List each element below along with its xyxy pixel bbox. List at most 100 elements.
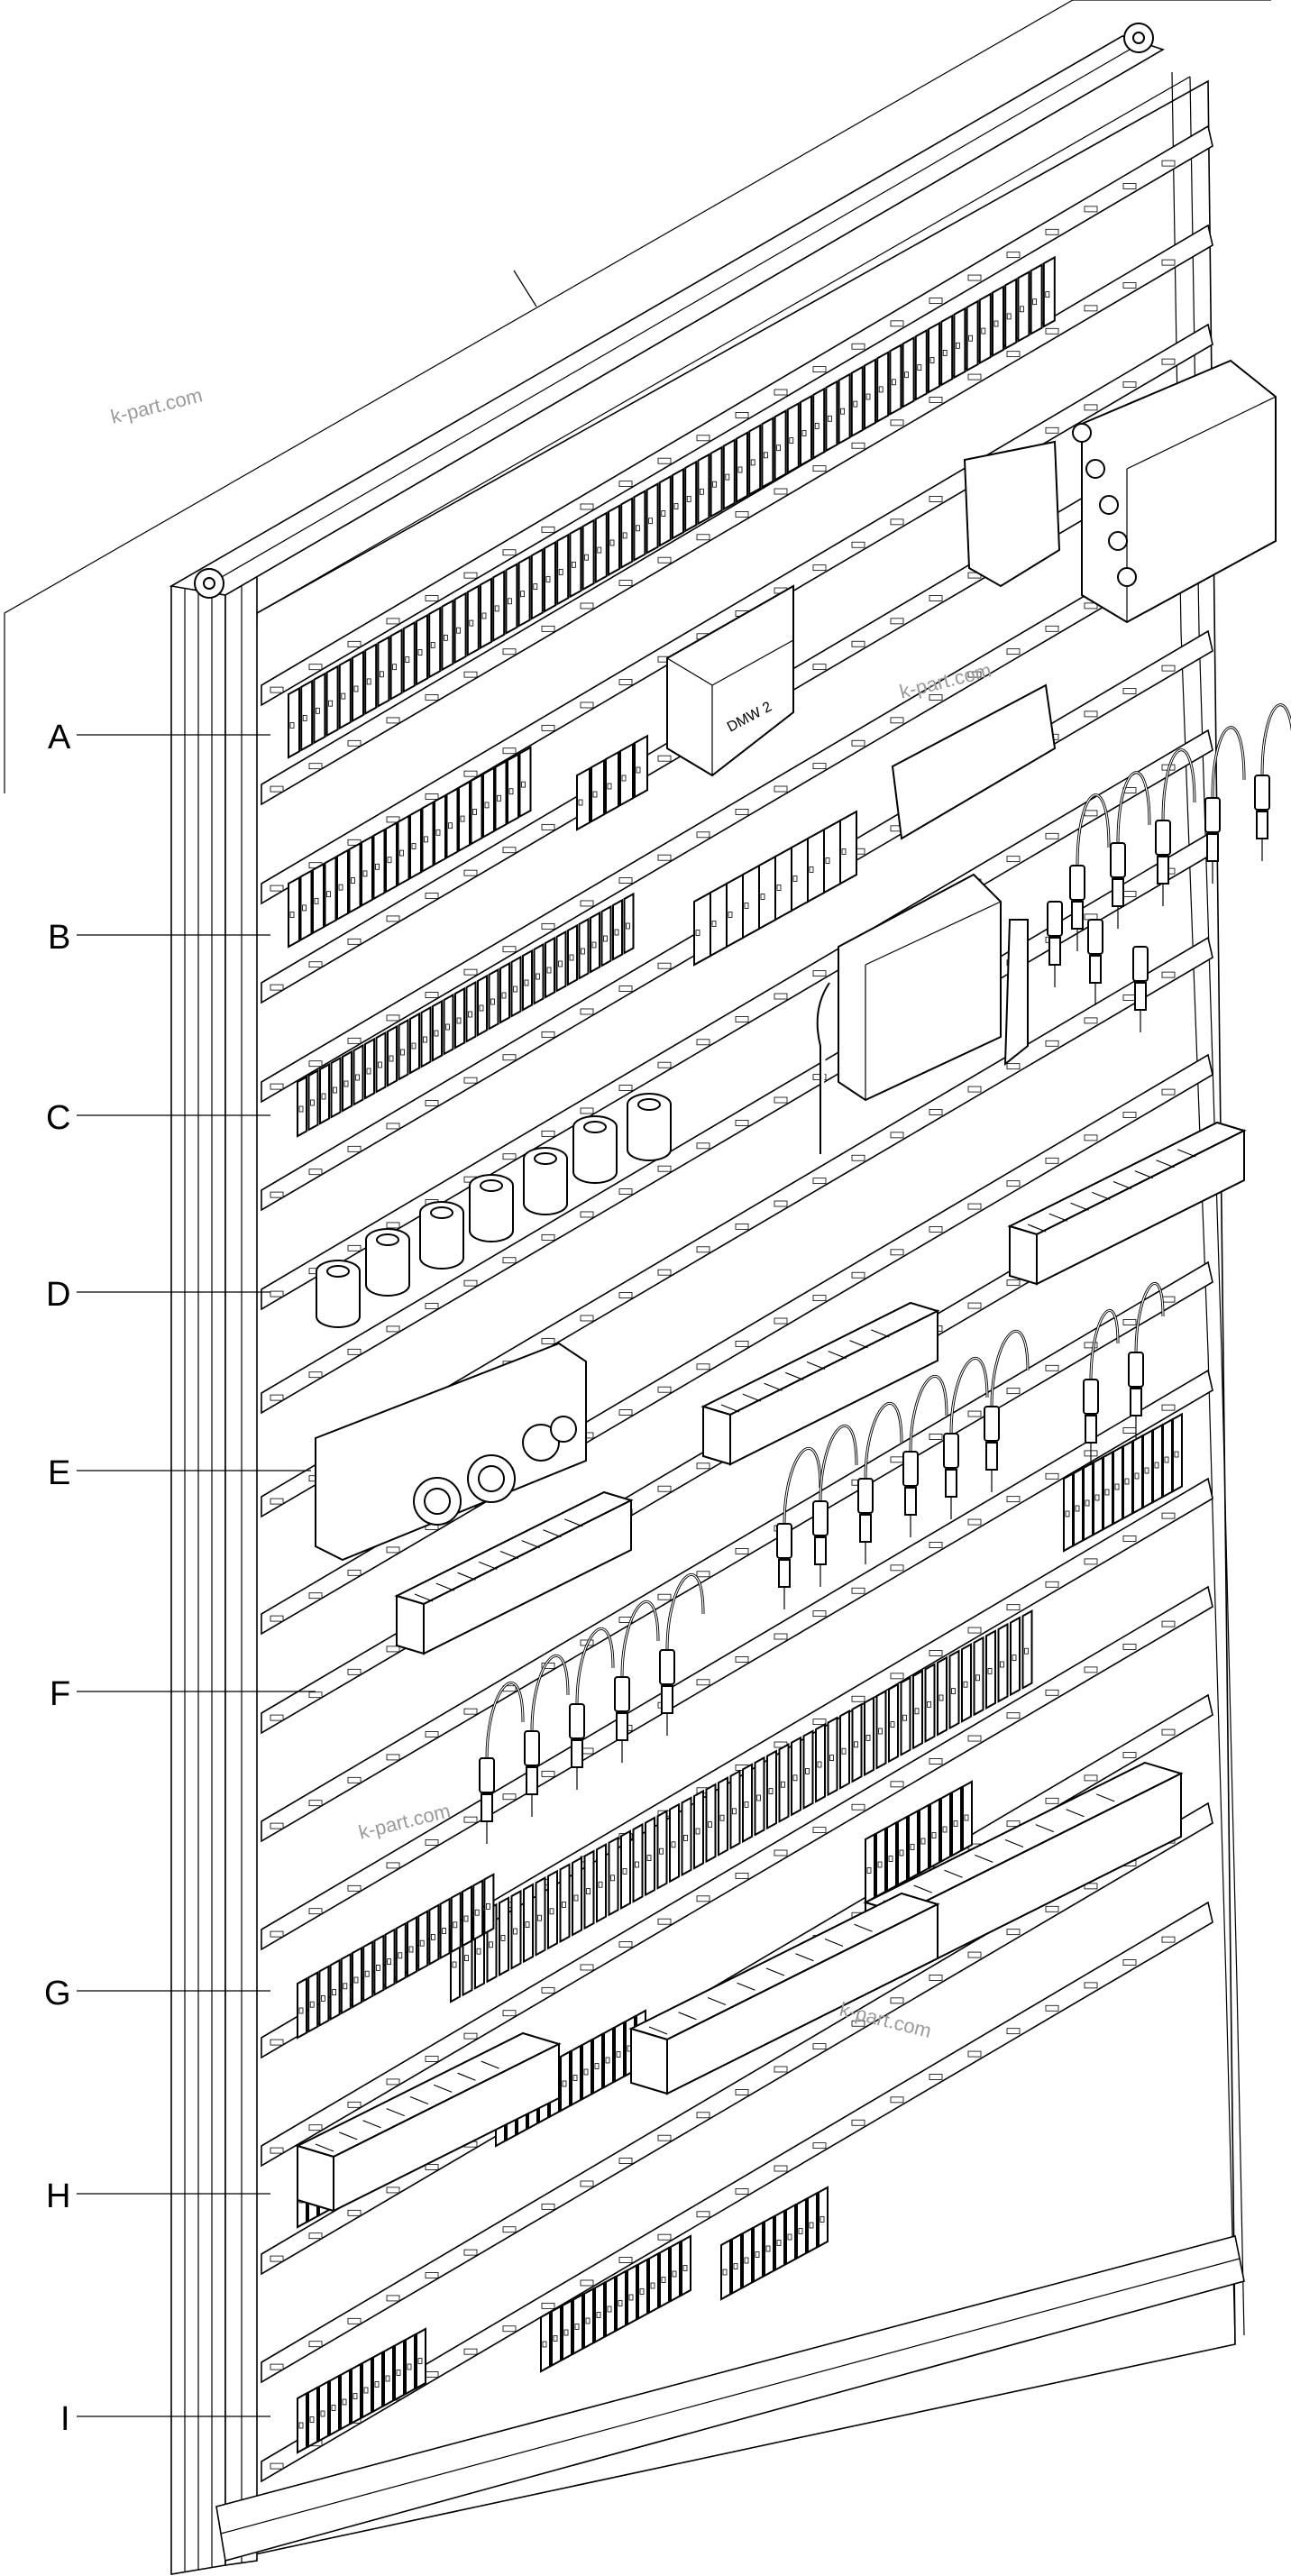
connector-plug <box>812 1500 829 1536</box>
rail-slot <box>347 2101 362 2108</box>
connector-plug <box>1047 901 1063 937</box>
terminal-screw <box>744 2257 749 2264</box>
terminal-screw <box>314 897 319 904</box>
terminal-screw <box>417 2358 423 2364</box>
duct-slot <box>1048 1213 1067 1222</box>
rail-slot <box>1122 688 1137 694</box>
cable-core <box>621 1600 659 1678</box>
terminal-screw <box>635 1861 639 1868</box>
rail-slot <box>967 1410 982 1417</box>
rail-slot <box>1122 1536 1137 1542</box>
rail-slot <box>386 2186 400 2194</box>
rail-slot <box>580 1315 594 1322</box>
terminal-screw <box>558 960 563 967</box>
connector-sleeve <box>616 1712 628 1741</box>
cable-core <box>531 1655 569 1732</box>
rail-slot <box>929 1542 943 1548</box>
rail-slot <box>618 1292 633 1298</box>
knob <box>1099 495 1119 515</box>
rail-slot <box>270 984 284 991</box>
rail-slot <box>308 763 323 770</box>
rail-slot <box>851 1803 865 1811</box>
rail-slot <box>890 1781 904 1788</box>
rail-slot <box>696 1363 710 1371</box>
connector-plug <box>569 1703 585 1739</box>
callouts: A B C D E F G H I <box>44 719 316 2438</box>
terminal-screw <box>756 1794 761 1801</box>
rail-slot <box>425 1839 439 1846</box>
rail-slot <box>425 2164 439 2170</box>
row-c-capacitors <box>316 1093 672 1328</box>
terminal-screw <box>328 700 334 707</box>
rail-slot <box>270 1290 284 1297</box>
terminal-screw <box>572 561 576 568</box>
terminal-screw <box>1164 1456 1169 1463</box>
terminal-screw <box>596 2312 601 2318</box>
duct-front <box>423 1499 632 1655</box>
duct-slot <box>362 2120 381 2129</box>
rail-slot <box>1161 1512 1176 1519</box>
terminal-screw <box>621 775 627 782</box>
terminal-screw <box>430 642 435 648</box>
rail-slot <box>386 1014 400 1022</box>
duct-slot <box>435 1582 454 1591</box>
rail-slot <box>1006 1820 1021 1828</box>
terminal-screw <box>646 1855 652 1862</box>
terminal-screw <box>1065 1510 1070 1517</box>
knob <box>1085 459 1105 479</box>
terminal-screw <box>338 884 343 891</box>
rail-slot <box>580 1008 594 1015</box>
rail-slot <box>1045 1797 1059 1804</box>
rail-slot <box>1161 1620 1176 1627</box>
duct-slot <box>1134 1170 1153 1179</box>
duct-slot <box>457 1572 476 1581</box>
rail-slot <box>463 869 478 876</box>
terminal-screw <box>374 2381 380 2388</box>
connector-plug <box>524 1730 540 1766</box>
rail-slot <box>774 2066 788 2073</box>
terminal-screw <box>513 1928 517 1935</box>
terminal-screw <box>442 1928 447 1935</box>
capacitor-cap <box>637 1098 661 1111</box>
rail-slot <box>502 648 517 655</box>
rail-slot <box>657 1165 672 1172</box>
frame-outline <box>4 0 1271 793</box>
terminal-screw <box>798 2228 803 2234</box>
corner-cap <box>194 23 1154 599</box>
rail-slot <box>502 1153 517 1160</box>
terminal-screw <box>500 1934 506 1941</box>
terminal-screw <box>508 788 514 795</box>
rail-slot <box>1122 1112 1137 1118</box>
rail-slot <box>735 1120 749 1126</box>
rail-slot <box>735 1341 749 1347</box>
terminal-screw <box>490 998 495 1005</box>
rail-slot <box>1161 665 1176 672</box>
terminal-screw <box>673 503 679 509</box>
rail-slot <box>1006 1279 1021 1287</box>
terminal-screw <box>695 1828 700 1835</box>
terminal-screw <box>825 857 830 864</box>
terminal-screw <box>524 979 529 986</box>
connector-plug <box>1132 946 1149 982</box>
terminal-screw <box>737 466 743 473</box>
rail-slot <box>812 763 827 770</box>
terminal-screw <box>719 1814 725 1821</box>
terminal-screw <box>975 1674 980 1682</box>
terminal-screw <box>332 1989 337 1996</box>
rail-slot <box>425 2056 439 2062</box>
duct-slot <box>944 1869 963 1878</box>
terminal-screw <box>776 445 781 452</box>
rail-slot <box>890 320 904 327</box>
rail-slot <box>618 679 633 685</box>
rail-slot <box>657 962 672 969</box>
terminal-screw <box>661 510 666 517</box>
rail-slot <box>890 1249 904 1256</box>
terminal-screw <box>809 866 814 873</box>
duct-slot <box>1066 1809 1085 1818</box>
terminal-screw <box>636 766 641 774</box>
connector-plug <box>659 1649 675 1685</box>
cable-core <box>1117 772 1150 844</box>
terminal-screw <box>456 1017 462 1024</box>
rail-slot <box>1084 710 1098 718</box>
connector-plug <box>479 1757 495 1793</box>
